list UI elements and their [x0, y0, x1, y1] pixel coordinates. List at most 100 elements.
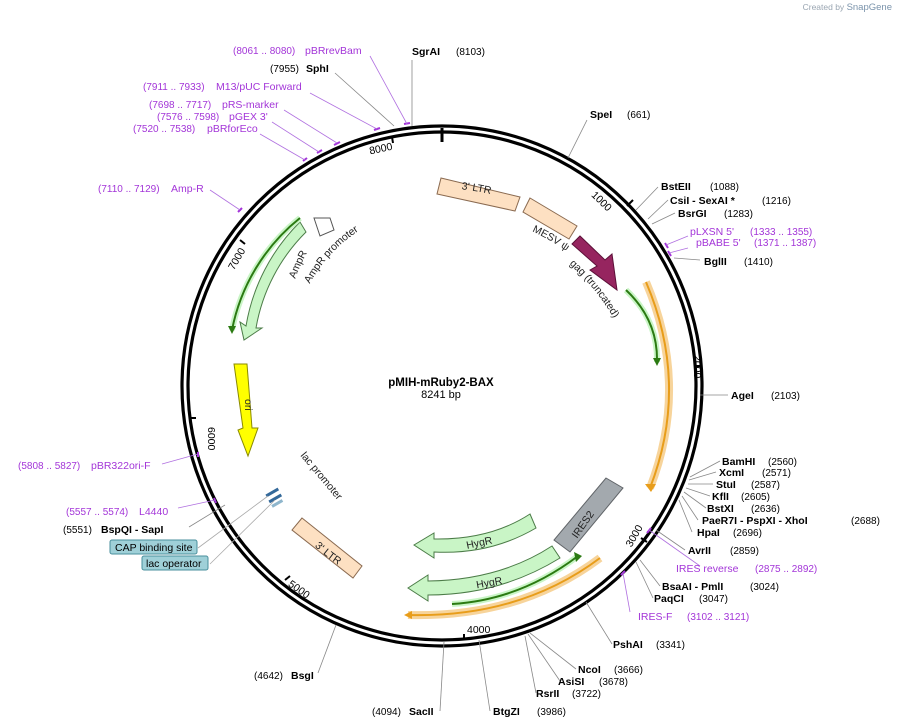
site-name: BspQI - SapI	[101, 524, 164, 536]
primer-name: IRES-F	[638, 611, 672, 623]
tick-label: 3000	[624, 523, 646, 549]
ampr-feature	[239, 221, 307, 341]
site-name: CsiI - SexAI *	[670, 195, 736, 207]
site-name: SphI	[306, 63, 329, 75]
site-name: XcmI	[719, 467, 744, 479]
primer-position: (5557 .. 5574)	[66, 507, 128, 518]
plasmid-length: 8241 bp	[421, 389, 461, 401]
site-position: (8103)	[456, 47, 485, 58]
primer-name: pRS-marker	[222, 99, 279, 111]
site-name: StuI	[716, 479, 736, 491]
site-position: (2587)	[751, 480, 780, 491]
hygr-feature-1	[413, 513, 537, 559]
ltr-bottom-feature	[291, 517, 363, 579]
site-name: BsaAI - PmlI	[662, 581, 723, 593]
ori-label: ori	[242, 399, 254, 411]
ltr-top-label: 3' LTR	[461, 180, 493, 197]
primer-name: L4440	[139, 506, 168, 518]
primer-name: pLXSN 5'	[690, 226, 734, 238]
site-name: SgrAI	[412, 46, 440, 58]
site-name: BstEII	[661, 181, 691, 193]
ori-feature	[233, 363, 259, 458]
site-position: (4094)	[372, 707, 401, 718]
tick-label: 4000	[467, 624, 491, 636]
ampr-promoter-label: AmpR promoter	[302, 223, 361, 285]
primer-name: pGEX 3'	[229, 111, 268, 123]
primer-position: (7911 .. 7933)	[143, 82, 205, 93]
site-position: (3678)	[599, 677, 628, 688]
lac-promoter-label: lac promoter	[298, 450, 345, 503]
site-position: (4642)	[254, 671, 283, 682]
primer-name: pBR322ori-F	[91, 460, 151, 472]
site-name: BglII	[704, 256, 727, 268]
boxed-labels: CAP binding site lac operator	[109, 539, 209, 571]
primer-position: (7576 .. 7598)	[157, 112, 219, 123]
site-name: BstXI	[707, 503, 734, 515]
primer-name: pBRforEco	[207, 123, 258, 135]
site-name: PaqCI	[654, 593, 684, 605]
tick-label: 2000	[691, 355, 703, 379]
site-position: (2696)	[733, 528, 762, 539]
primer-name: Amp-R	[171, 183, 204, 195]
primer-name: pBRrevBam	[305, 45, 362, 57]
site-name: BtgZI	[493, 706, 520, 718]
site-position: (1410)	[744, 257, 773, 268]
tick-label: 1000	[589, 189, 614, 214]
mesv-feature	[522, 197, 578, 240]
site-position: (661)	[627, 110, 650, 121]
site-name: SacII	[409, 706, 434, 718]
credit-prefix: Created by	[802, 2, 845, 12]
site-name: KflI	[712, 491, 729, 503]
site-position: (2571)	[762, 468, 791, 479]
snapgene-brand: SnapGene	[846, 2, 892, 13]
ltr-top-feature	[436, 177, 521, 212]
primer-position: (7698 .. 7717)	[149, 100, 211, 111]
site-name: AgeI	[731, 390, 754, 402]
hygr2-label: HygR	[475, 575, 503, 591]
hygr-feature-2	[407, 545, 561, 602]
site-position: (1216)	[762, 196, 791, 207]
site-name: BsrGI	[678, 208, 707, 220]
lac-operator-marks	[265, 487, 284, 508]
ampr-promoter-feature	[313, 217, 335, 237]
site-position: (2605)	[741, 492, 770, 503]
site-name: BamHI	[722, 456, 755, 468]
site-name: BsgI	[291, 670, 314, 682]
primer-position: (7520 .. 7538)	[133, 124, 195, 135]
site-name: PshAI	[613, 639, 643, 651]
site-position: (3047)	[699, 594, 728, 605]
site-position: (1283)	[724, 209, 753, 220]
site-position: (2103)	[771, 391, 800, 402]
primer-name: pBABE 5'	[696, 237, 741, 249]
site-position: (3341)	[656, 640, 685, 651]
tick-label: 8000	[368, 141, 393, 158]
leader-lines	[161, 55, 728, 712]
site-name: AvrII	[688, 545, 711, 557]
plasmid-name: pMIH-mRuby2-BAX	[388, 377, 494, 389]
site-position: (2636)	[751, 504, 780, 515]
primer-position: (5808 .. 5827)	[18, 461, 80, 472]
site-position: (3722)	[572, 689, 601, 700]
primer-labels: (8061 .. 8080) pBRrevBam (7911 .. 7933) …	[18, 45, 817, 623]
lac-operator-label: lac operator	[146, 558, 202, 570]
site-position: (3986)	[537, 707, 566, 718]
primer-position: (2875 .. 2892)	[755, 564, 817, 575]
primer-position: (7110 .. 7129)	[98, 184, 160, 195]
tick-label: 6000	[205, 427, 217, 451]
hygr1-label: HygR	[465, 534, 494, 551]
site-name: HpaI	[697, 527, 720, 539]
site-position: (2859)	[730, 546, 759, 557]
gag-feature	[571, 235, 618, 292]
site-name: SpeI	[590, 109, 612, 121]
site-name: PaeR7I - PspXI - XhoI	[702, 515, 808, 527]
site-name: RsrII	[536, 688, 559, 700]
features: 3' LTR MESV ψ gag (truncated) AmpR AmpR …	[228, 177, 674, 620]
site-position: (2688)	[851, 516, 880, 527]
ires2-feature	[553, 477, 624, 553]
primer-position: (3102 .. 3121)	[687, 612, 749, 623]
enzyme-sites: SgrAI (8103) SpeI (661) BstEII (1088) Cs…	[63, 46, 880, 718]
site-position: (2560)	[768, 457, 797, 468]
primer-name: M13/pUC Forward	[216, 81, 302, 93]
site-position: (5551)	[63, 525, 92, 536]
